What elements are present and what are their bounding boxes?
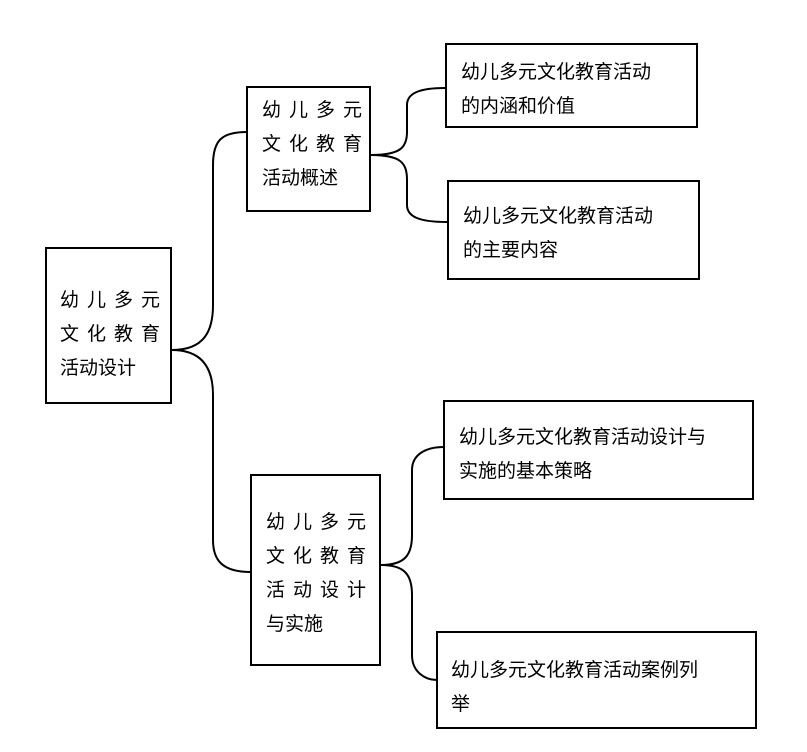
leaf-cases-line-2: 举 <box>451 693 471 715</box>
branch-design-line-2: 文化教育 <box>266 545 375 567</box>
connector-root-overview <box>171 131 248 351</box>
branch-node-overview: 幼儿多元 文化教育 活动概述 <box>246 86 371 212</box>
branch-design-line-3: 活动设计 <box>266 579 375 601</box>
connector-design-cases <box>380 564 438 681</box>
leaf-meaning-line-1: 幼儿多元文化教育活动 <box>461 61 652 83</box>
branch-overview-line-1: 幼儿多元 <box>262 99 371 121</box>
leaf-node-cases: 幼儿多元文化教育活动案例列 举 <box>436 631 757 729</box>
leaf-node-strategy: 幼儿多元文化教育活动设计与 实施的基本策略 <box>443 400 754 500</box>
connector-overview-meaning <box>369 87 446 156</box>
leaf-content-line-2: 的主要内容 <box>463 239 559 261</box>
root-node-line-2: 文化教育 <box>60 323 169 345</box>
connector-overview-content <box>369 154 448 223</box>
branch-design-line-1: 幼儿多元 <box>266 511 375 533</box>
leaf-node-meaning: 幼儿多元文化教育活动 的内涵和价值 <box>445 43 698 128</box>
leaf-cases-line-1: 幼儿多元文化教育活动案例列 <box>451 659 699 681</box>
root-node-line-1: 幼儿多元 <box>60 289 169 311</box>
branch-node-design: 幼儿多元 文化教育 活动设计 与实施 <box>250 474 381 666</box>
connector-design-strategy <box>380 446 445 566</box>
leaf-node-content: 幼儿多元文化教育活动 的主要内容 <box>447 180 700 280</box>
branch-overview-line-2: 文化教育 <box>262 133 371 155</box>
root-node-line-3: 活动设计 <box>60 357 137 379</box>
leaf-strategy-line-2: 实施的基本策略 <box>459 460 593 482</box>
root-node: 幼儿多元 文化教育 活动设计 <box>45 247 172 404</box>
leaf-strategy-line-1: 幼儿多元文化教育活动设计与 <box>459 426 707 448</box>
leaf-meaning-line-2: 的内涵和价值 <box>461 95 576 117</box>
leaf-content-line-1: 幼儿多元文化教育活动 <box>463 205 654 227</box>
branch-design-line-4: 与实施 <box>266 613 324 635</box>
connector-root-design <box>171 349 252 573</box>
branch-overview-line-3: 活动概述 <box>262 167 339 189</box>
